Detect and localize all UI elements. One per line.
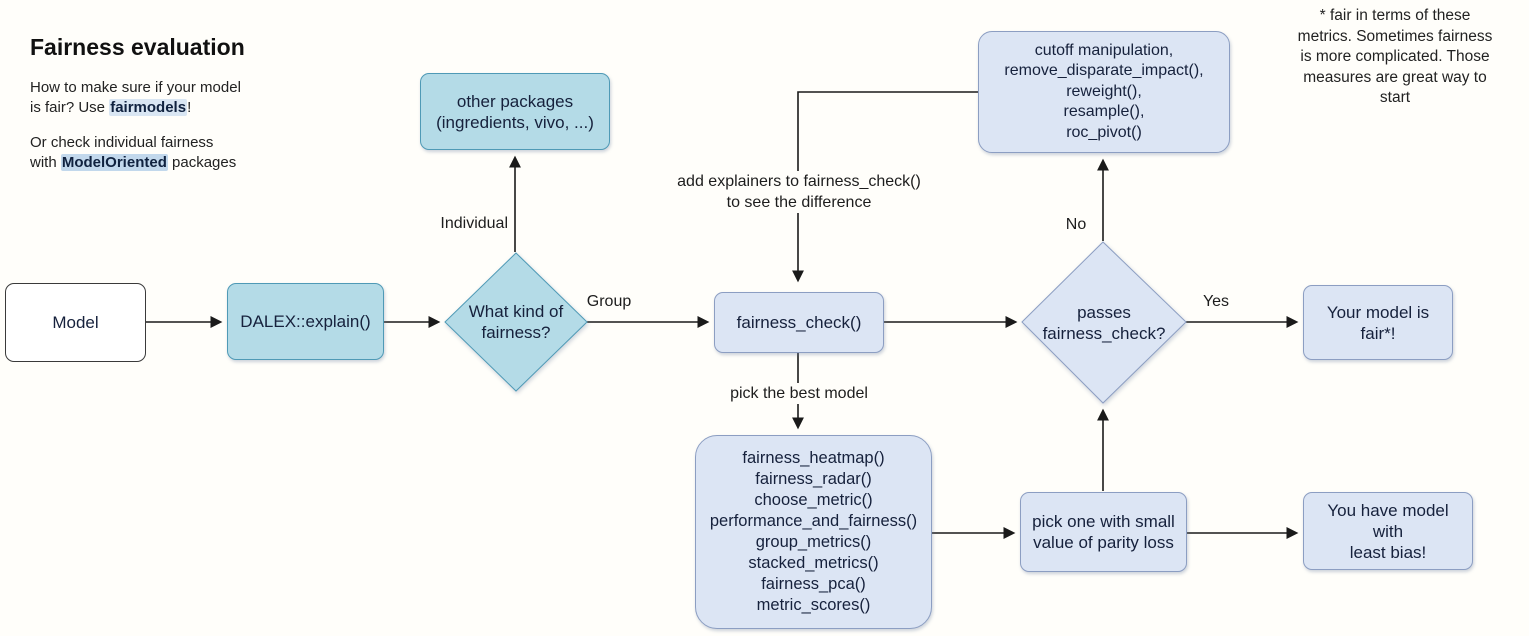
intro-block: Fairness evaluation How to make sure if … <box>30 34 330 188</box>
intro-p2-suffix: packages <box>167 153 237 171</box>
node-model: Model <box>5 283 146 362</box>
intro-p1-line1: How to make sure if your model <box>30 79 241 96</box>
node-least-bias: You have model with least bias! <box>1303 492 1473 570</box>
fairmodels-highlight: fairmodels <box>109 98 188 116</box>
node-kind-of-fairness-diamond <box>444 252 588 392</box>
node-dalex-explain: DALEX::explain() <box>227 283 384 360</box>
intro-p2-line2-prefix: with <box>30 153 61 171</box>
edge-label-no: No <box>1058 214 1094 235</box>
node-plot-functions: fairness_heatmap() fairness_radar() choo… <box>695 435 932 629</box>
edge-label-group: Group <box>580 291 638 312</box>
node-pick-one-parity-loss: pick one with small value of parity loss <box>1020 492 1187 572</box>
intro-paragraph-2: Or check individual fairness with ModelO… <box>30 133 330 172</box>
page-title: Fairness evaluation <box>30 34 245 60</box>
modeloriented-highlight: ModelOriented <box>60 153 168 171</box>
edge-label-individual: Individual <box>424 213 508 234</box>
node-cutoff-methods: cutoff manipulation, remove_disparate_im… <box>978 31 1230 153</box>
node-passes-fairness-check-diamond <box>1021 241 1187 404</box>
edge-label-add-explainers: add explainers to fairness_check() to se… <box>653 171 945 213</box>
edge-label-pick-best-model: pick the best model <box>711 383 887 404</box>
node-fairness-check: fairness_check() <box>714 292 884 353</box>
node-other-packages: other packages (ingredients, vivo, ...) <box>420 73 610 150</box>
intro-p2-line1: Or check individual fairness <box>30 134 214 151</box>
footnote: * fair in terms of these metrics. Someti… <box>1297 7 1493 106</box>
intro-paragraph-1: How to make sure if your model is fair? … <box>30 78 330 117</box>
node-your-model-is-fair: Your model is fair*! <box>1303 285 1453 360</box>
intro-p1-suffix: ! <box>187 98 192 116</box>
edge-label-yes: Yes <box>1195 291 1237 312</box>
intro-p1-line2-prefix: is fair? Use <box>30 98 110 116</box>
